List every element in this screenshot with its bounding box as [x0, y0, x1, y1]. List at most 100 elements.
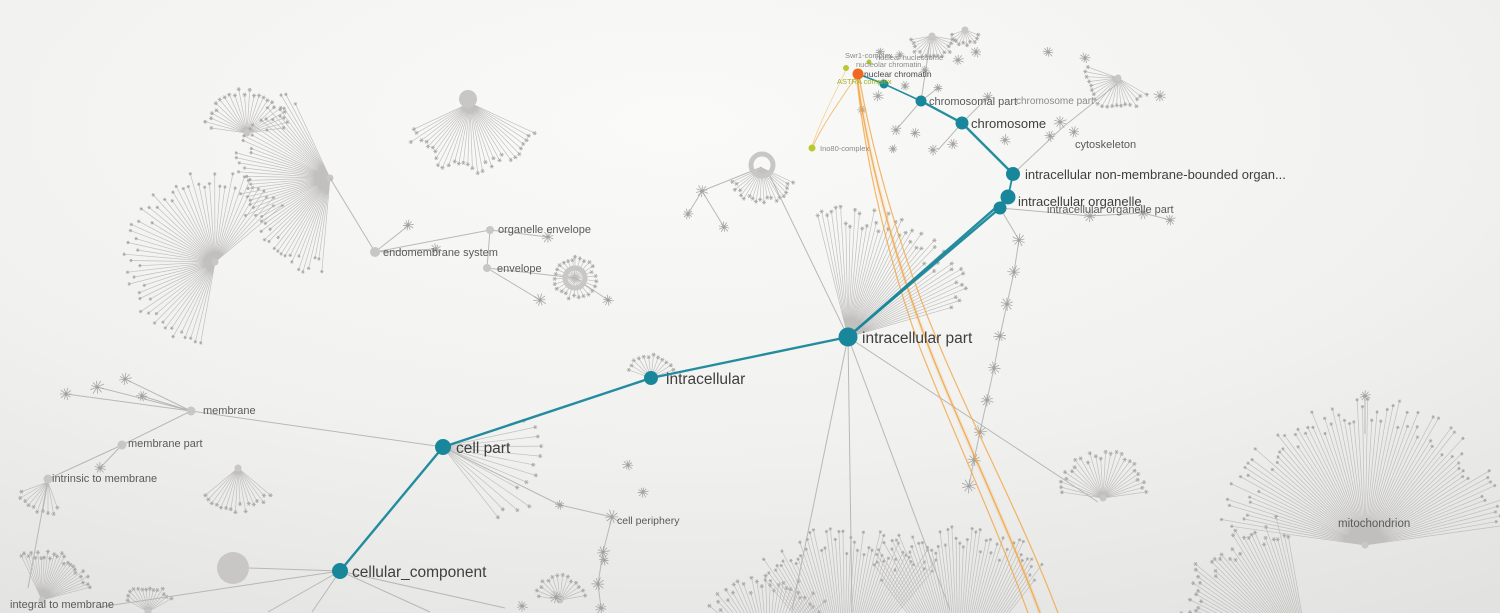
leaf-burst-node[interactable]	[927, 144, 939, 156]
leaf-burst-node[interactable]	[933, 83, 943, 93]
leaf-burst-node[interactable]	[555, 500, 565, 510]
leaf-burst-center	[700, 189, 704, 193]
cluster-hub-node[interactable]	[1361, 541, 1369, 549]
leaf-burst-node[interactable]	[683, 208, 694, 220]
leaf-burst-node[interactable]	[637, 487, 649, 498]
leaf-burst-node[interactable]	[888, 144, 898, 154]
go-term-node[interactable]	[993, 201, 1007, 215]
leaf-burst-node[interactable]	[119, 372, 132, 386]
leaf-burst-node[interactable]	[1083, 209, 1096, 223]
leaf-burst-node[interactable]	[1044, 130, 1055, 142]
go-term-label: Swr1-complex	[845, 51, 893, 60]
go-term-label: cell periphery	[617, 515, 680, 527]
leaf-burst-node[interactable]	[718, 221, 730, 232]
leaf-burst-node[interactable]	[920, 65, 930, 75]
go-term-node[interactable]	[915, 95, 927, 107]
leaf-burst-node[interactable]	[1079, 52, 1091, 63]
go-term-node[interactable]	[1000, 189, 1016, 205]
cluster-hub-node[interactable]	[961, 26, 969, 34]
leaf-burst-node[interactable]	[591, 577, 605, 591]
go-term-node[interactable]	[866, 59, 872, 65]
leaf-burst-node[interactable]	[136, 391, 148, 402]
hub-disc-node[interactable]	[43, 474, 53, 484]
leaf-burst-node[interactable]	[597, 545, 610, 559]
leaf-burst-node[interactable]	[599, 554, 609, 566]
leaf-burst-node[interactable]	[1137, 206, 1149, 220]
leaf-burst-node[interactable]	[1164, 214, 1176, 226]
cluster-hub-node[interactable]	[144, 608, 152, 613]
leaf-burst-node[interactable]	[1053, 115, 1067, 129]
leaf-burst-node[interactable]	[875, 47, 885, 57]
leaf-burst-node[interactable]	[541, 230, 554, 243]
leaf-burst-node[interactable]	[1068, 126, 1079, 138]
leaf-burst-node[interactable]	[970, 46, 982, 58]
leaf-burst-node[interactable]	[987, 361, 1001, 375]
leaf-burst-node[interactable]	[402, 219, 414, 231]
hub-disc-node[interactable]	[217, 552, 249, 584]
go-term-node[interactable]	[838, 327, 858, 347]
hub-ring-node[interactable]	[748, 151, 776, 179]
hub-disc-node[interactable]	[483, 264, 491, 272]
leaf-burst-center	[974, 50, 978, 54]
leaf-burst-node[interactable]	[910, 127, 921, 139]
leaf-burst-node[interactable]	[890, 124, 902, 136]
cluster-hub-node[interactable]	[38, 596, 46, 604]
leaf-burst-node[interactable]	[872, 90, 884, 102]
leaf-burst-node[interactable]	[549, 590, 563, 604]
leaf-burst-node[interactable]	[1359, 390, 1371, 401]
leaf-burst-node[interactable]	[517, 601, 528, 612]
leaf-burst-node[interactable]	[533, 293, 547, 306]
cluster-hub-node[interactable]	[928, 32, 936, 40]
hub-disc-node[interactable]	[370, 247, 380, 257]
cluster-hub-node[interactable]	[234, 464, 242, 472]
leaf-burst-node[interactable]	[60, 387, 72, 401]
go-term-node[interactable]	[843, 65, 849, 71]
leaf-burst-node[interactable]	[90, 380, 105, 394]
leaf-burst-node[interactable]	[1042, 47, 1054, 57]
leaf-burst-node[interactable]	[895, 50, 905, 60]
leaf-burst-node[interactable]	[1000, 297, 1014, 311]
hub-disc-node[interactable]	[459, 90, 477, 108]
leaf-burst-node[interactable]	[1012, 233, 1025, 247]
leaf-burst-node[interactable]	[980, 394, 994, 407]
go-term-node[interactable]	[332, 563, 348, 579]
leaf-burst-node[interactable]	[696, 185, 709, 198]
go-term-node[interactable]	[808, 144, 816, 152]
leaf-burst-center	[1072, 130, 1076, 134]
leaf-burst-node[interactable]	[430, 243, 441, 255]
go-term-node[interactable]	[435, 439, 451, 455]
go-term-node[interactable]	[879, 79, 889, 89]
leaf-burst-node[interactable]	[900, 81, 910, 91]
leaf-burst-center	[951, 142, 955, 146]
go-term-node[interactable]	[1006, 167, 1020, 181]
cluster-hub-node[interactable]	[1114, 74, 1122, 82]
cluster-hub-node[interactable]	[1099, 494, 1107, 502]
leaf-burst-node[interactable]	[605, 509, 619, 525]
cluster-hub-node[interactable]	[243, 129, 251, 137]
go-term-label: intracellular part	[862, 330, 973, 347]
leaf-burst-node[interactable]	[622, 460, 634, 471]
hub-ring-node[interactable]	[562, 265, 588, 291]
leaf-burst-node[interactable]	[94, 461, 106, 473]
leaf-burst-node[interactable]	[595, 603, 607, 613]
leaf-burst-node[interactable]	[947, 138, 958, 150]
hub-disc-node[interactable]	[117, 440, 127, 450]
leaf-burst-node[interactable]	[999, 134, 1011, 146]
go-term-node[interactable]	[955, 116, 969, 130]
leaf-burst-node[interactable]	[1153, 90, 1166, 102]
leaf-burst-node[interactable]	[961, 479, 977, 494]
leaf-burst-node[interactable]	[982, 91, 994, 102]
leaf-burst-center	[434, 247, 438, 251]
hub-disc-node[interactable]	[486, 226, 494, 234]
leaf-burst-node[interactable]	[1007, 265, 1020, 279]
go-term-node[interactable]	[852, 68, 864, 80]
hub-disc-node[interactable]	[186, 406, 196, 416]
leaf-burst-node[interactable]	[952, 54, 964, 65]
go-term-node[interactable]	[644, 371, 658, 385]
leaf-burst-node[interactable]	[602, 294, 614, 306]
graph-edge	[999, 207, 1091, 217]
cluster-hub-node[interactable]	[211, 258, 219, 266]
leaf-burst-node[interactable]	[993, 330, 1007, 342]
